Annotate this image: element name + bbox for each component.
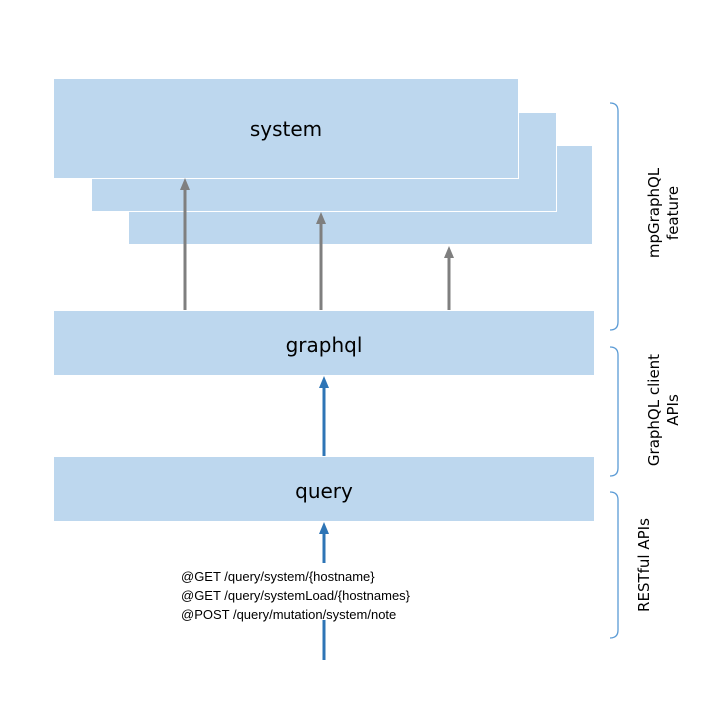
blue-arrow-client-to-query bbox=[319, 522, 329, 660]
restful-apis-text: RESTful APIs bbox=[635, 518, 653, 612]
bracket-restful bbox=[609, 491, 619, 639]
endpoint-list: @GET /query/system/{hostname} @GET /quer… bbox=[181, 567, 410, 624]
gray-arrow-3 bbox=[444, 246, 454, 310]
system-label: system bbox=[249, 117, 323, 141]
endpoint-item: @GET /query/systemLoad/{hostnames} bbox=[181, 588, 411, 603]
restful-apis-label: RESTful APIs bbox=[635, 505, 655, 625]
endpoint-item: @POST /query/mutation/system/note bbox=[181, 607, 397, 622]
mpgraphql-feature-line1: mpGraphQL bbox=[645, 167, 663, 259]
gray-arrow-1 bbox=[180, 178, 190, 310]
gray-arrow-2 bbox=[316, 212, 326, 310]
query-box: query bbox=[53, 456, 595, 522]
endpoint-item: @GET /query/system/{hostname} bbox=[181, 569, 375, 584]
graphql-client-apis-line2: APIs bbox=[664, 394, 682, 426]
graphql-client-apis-line1: GraphQL client bbox=[645, 353, 663, 467]
mpgraphql-feature-line2: feature bbox=[664, 185, 682, 241]
query-label: query bbox=[295, 479, 353, 503]
bracket-graphql-client bbox=[609, 346, 619, 477]
graphql-client-apis-label: GraphQL client APIs bbox=[645, 340, 685, 480]
system-box-front: system bbox=[53, 78, 519, 179]
mpgraphql-feature-label: mpGraphQL feature bbox=[645, 143, 685, 283]
graphql-box: graphql bbox=[53, 310, 595, 376]
bracket-mpgraphql bbox=[609, 102, 619, 331]
blue-arrow-query-to-graphql bbox=[319, 376, 329, 456]
graphql-label: graphql bbox=[285, 333, 363, 357]
